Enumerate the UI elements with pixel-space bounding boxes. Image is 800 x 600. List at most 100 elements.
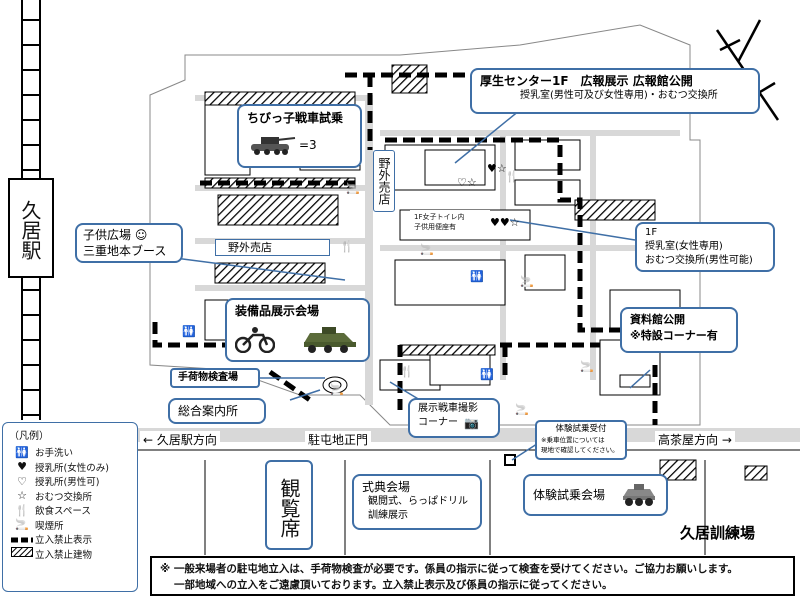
legend-row: ♥ 授乳所(女性のみ)	[9, 460, 131, 475]
svg-text:🚻: 🚻	[182, 325, 196, 338]
bottom-roads	[130, 449, 800, 555]
chibikko-row: =3	[247, 134, 352, 156]
motorcycle-icon	[235, 327, 275, 353]
ceremony-line2: 訓練展示	[368, 510, 408, 521]
ceremony-title: 式典会場	[362, 480, 411, 494]
first-floor-line2: 授乳室(女性専用)	[645, 241, 723, 252]
toilet-sign-line1: 1F女子トイレ内	[414, 213, 465, 221]
svg-text:🚬: 🚬	[330, 383, 344, 396]
toilet-sign: 1F女子トイレ内 子供用便座有	[410, 210, 490, 236]
kids-plaza-line1: 子供広場 ☺	[83, 228, 148, 242]
svg-text:🍴: 🍴	[400, 365, 414, 378]
rotary	[322, 376, 348, 394]
svg-text:♥♥☆: ♥♥☆	[490, 216, 520, 229]
outdoor-shop-horizontal: 野外売店	[215, 239, 330, 256]
kuiseki-station-label: 久居駅	[8, 178, 54, 278]
legend-header: （凡例）	[9, 431, 49, 442]
legend-row: ☆ おむつ交換所	[9, 489, 131, 504]
restroom-icon: 🚻	[15, 445, 29, 459]
callout-first-floor[interactable]: 1F 授乳室(女性専用) おむつ交換所(男性可能)	[635, 222, 775, 272]
legend-label: 立入禁止表示	[35, 535, 93, 547]
legend-label: 喫煙所	[35, 520, 64, 532]
callout-kids-plaza[interactable]: 子供広場 ☺ 三重地本ブース	[75, 223, 183, 263]
heart-filled-icon: ♥	[17, 460, 27, 474]
tank-photo-line2: コーナー	[418, 417, 458, 428]
info-title: 総合案内所	[178, 404, 239, 418]
outdoor-shop-vertical: 野外売店	[373, 150, 395, 212]
equipment-vehicles	[235, 325, 360, 355]
legend-row: 🚬 喫煙所	[9, 518, 131, 533]
kosei-center-title: 厚生センター1F 広報展示 広報館公開	[480, 74, 693, 88]
museum-line2: ※特設コーナー有	[630, 329, 718, 342]
kuiseki-training-label: 久居訓練場	[680, 524, 756, 542]
chibikko-title: ちびっ子戦車試乗	[247, 111, 344, 125]
no-entry-building-icon	[9, 547, 35, 560]
notice-box: ※ 一般来場者の駐屯地立入は、手荷物検査が必要です。係員の指示に従って検査を受け…	[150, 556, 795, 596]
svg-text:🚬: 🚬	[346, 182, 360, 195]
callout-equipment[interactable]: 装備品展示会場	[225, 298, 370, 362]
legend: （凡例） 🚻 お手洗い ♥ 授乳所(女性のみ) ♡ 授乳所(男性可) ☆ おむつ…	[2, 422, 138, 592]
svg-text:🚬: 🚬	[515, 403, 529, 416]
callout-museum[interactable]: 資料館公開 ※特設コーナー有	[620, 307, 738, 353]
armored-vehicle-icon	[304, 327, 356, 353]
direction-kuiseki-station: ← 久居駅方向	[140, 431, 220, 448]
legend-label: 飲食スペース	[35, 506, 91, 518]
chibikko-suffix: =3	[299, 138, 317, 152]
reception-line3: 現地で確認してください。	[541, 446, 619, 454]
svg-text:🍴: 🍴	[340, 240, 354, 253]
main-gate-label: 駐屯地正門	[305, 431, 372, 448]
kosei-center-sub: 授乳室(男性可及び女性専用)・おむつ交換所	[520, 90, 718, 101]
svg-text:🚻: 🚻	[480, 368, 494, 381]
direction-takachaya: 高茶屋方向 →	[655, 431, 735, 448]
callout-kosei-center[interactable]: 厚生センター1F 広報展示 広報館公開 授乳室(男性可及び女性専用)・おむつ交換…	[470, 68, 760, 114]
legend-label: 授乳所(女性のみ)	[35, 462, 109, 474]
svg-text:🚬: 🚬	[520, 275, 534, 288]
star-outline-icon: ☆	[17, 489, 27, 503]
legend-row: 立入禁止建物	[9, 547, 131, 562]
svg-text:♥☆: ♥☆	[487, 162, 507, 175]
baggage-title: 手荷物検査場	[178, 372, 238, 383]
svg-text:🚬: 🚬	[420, 243, 434, 256]
legend-row: 🚻 お手洗い	[9, 445, 131, 460]
ceremony-line1: 観閲式、らっぱドリル	[368, 496, 468, 507]
legend-row: ♡ 授乳所(男性可)	[9, 474, 131, 489]
legend-label: 授乳所(男性可)	[35, 477, 100, 489]
notice-line2: 一部地域への立入をご遠慮頂いております。立入禁止表示及び係員の指示に従ってくださ…	[174, 579, 613, 591]
legend-row: 🍴 飲食スペース	[9, 503, 131, 518]
kids-plaza-line2: 三重地本ブース	[83, 244, 167, 258]
no-entry-line-icon	[9, 533, 35, 546]
callout-experience[interactable]: 体験試乗会場	[523, 474, 668, 516]
experience-title: 体験試乗会場	[533, 488, 606, 502]
legend-label: おむつ交換所	[35, 491, 93, 503]
reception-line2: ※乗車位置については	[541, 436, 605, 444]
svg-text:🚬: 🚬	[580, 360, 594, 373]
callout-info[interactable]: 総合案内所	[168, 398, 266, 424]
callout-tank-photo[interactable]: 展示戦車撮影 コーナー 📷	[408, 398, 500, 438]
tank-icon	[251, 137, 296, 155]
food-icon: 🍴	[15, 503, 29, 517]
legend-label: お手洗い	[35, 448, 74, 460]
first-floor-line3: おむつ交換所(男性可能)	[645, 255, 753, 266]
camera-icon: 📷	[464, 416, 479, 430]
tank-photo-row: コーナー 📷	[418, 416, 490, 430]
map-pictograms: 🚬 🍴 🚻 ♥☆ ♡☆ 🍴 ♥♥☆ 🚬 🚻 🚬 🍴 🚻 🚬 🚬 🚻 🚬	[182, 162, 594, 416]
svg-text:🍴: 🍴	[505, 170, 519, 183]
heart-outline-icon: ♡	[17, 474, 27, 488]
smoking-icon: 🚬	[15, 518, 29, 532]
museum-line1: 資料館公開	[630, 313, 685, 326]
callout-ceremony[interactable]: 式典会場 観閲式、らっぱドリル 訓練展示	[352, 474, 482, 530]
equipment-title: 装備品展示会場	[235, 304, 320, 318]
callout-baggage[interactable]: 手荷物検査場	[170, 368, 260, 388]
legend-label: 立入禁止建物	[35, 549, 93, 561]
viewing-seats: 観覧席	[265, 460, 313, 550]
callout-chibikko-tank[interactable]: ちびっ子戦車試乗 =3	[237, 104, 362, 168]
first-floor-line1: 1F	[645, 227, 658, 238]
no-entry-sign	[504, 454, 516, 466]
callout-reception[interactable]: 体験試乗受付 ※乗車位置については 現地で確認してください。	[535, 420, 627, 460]
legend-row: 立入禁止表示	[9, 532, 131, 547]
notice-line1: ※ 一般来場者の駐屯地立入は、手荷物検査が必要です。係員の指示に従って検査を受け…	[160, 563, 738, 575]
toilet-sign-line2: 子供用便座有	[414, 223, 456, 231]
svg-text:🚻: 🚻	[470, 270, 484, 283]
svg-text:♡☆: ♡☆	[457, 176, 477, 189]
